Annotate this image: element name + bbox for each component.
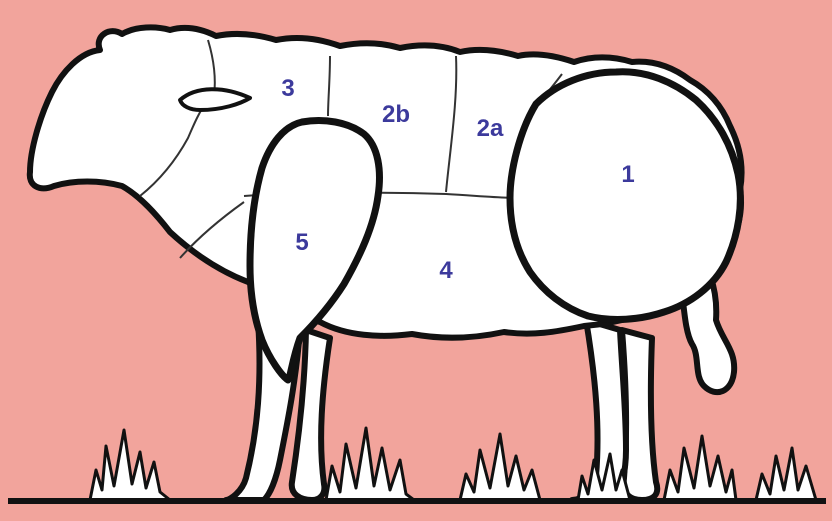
- region-label-1: 1: [621, 161, 634, 188]
- region-label-4: 4: [439, 257, 453, 284]
- region-label-2b: 2b: [382, 101, 410, 128]
- region-label-3: 3: [281, 75, 294, 102]
- region-label-2a: 2a: [477, 115, 504, 142]
- region-label-5: 5: [295, 229, 308, 256]
- ground-line: [8, 498, 826, 504]
- region-1-outline: [510, 72, 740, 320]
